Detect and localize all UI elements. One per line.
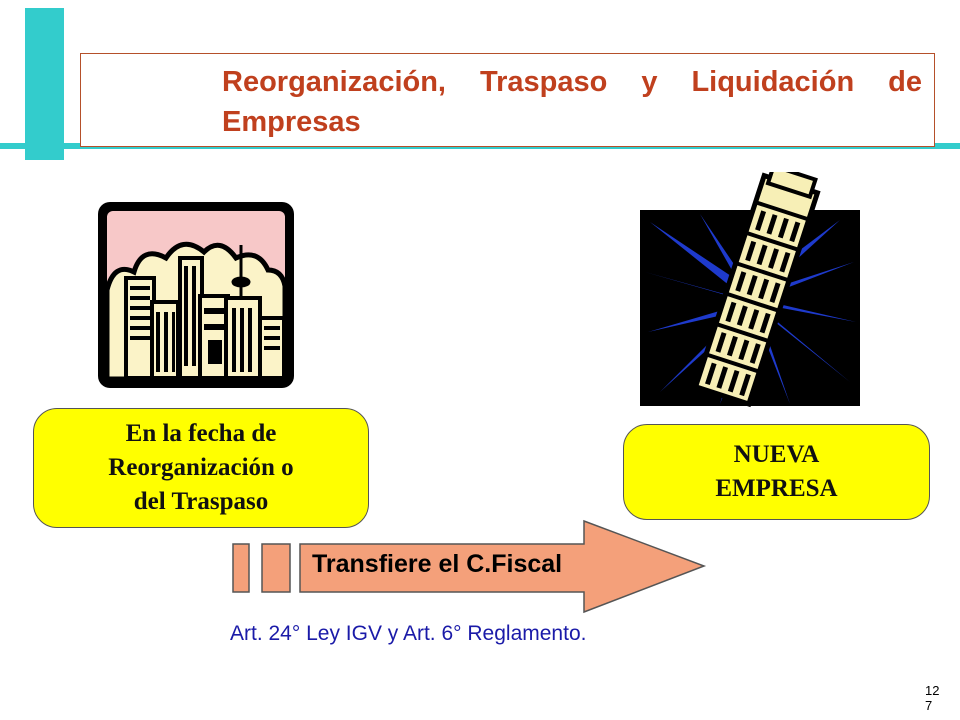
box-line: EMPRESA	[715, 475, 838, 502]
leaning-tower-clipart	[640, 172, 860, 408]
legal-reference: Art. 24° Ley IGV y Art. 6° Reglamento.	[230, 622, 587, 645]
slide-title: Reorganización, Traspaso y Liquidación d…	[222, 66, 922, 138]
box-line: Reorganización o	[108, 454, 294, 481]
page-number: 127	[925, 683, 940, 713]
city-skyline-clipart	[98, 202, 294, 388]
reorganization-date-box: En la fecha de Reorganización o del Tras…	[33, 408, 369, 528]
arrow-label: Transfiere el C.Fiscal	[312, 550, 563, 578]
box-line: En la fecha de	[125, 420, 277, 447]
box-line: del Traspaso	[133, 488, 269, 515]
transfer-arrow	[232, 519, 707, 614]
new-company-box: NUEVA EMPRESA	[623, 424, 930, 520]
title-frame	[80, 53, 935, 147]
box-line: NUEVA	[733, 441, 820, 468]
accent-vertical-bar	[25, 8, 64, 160]
